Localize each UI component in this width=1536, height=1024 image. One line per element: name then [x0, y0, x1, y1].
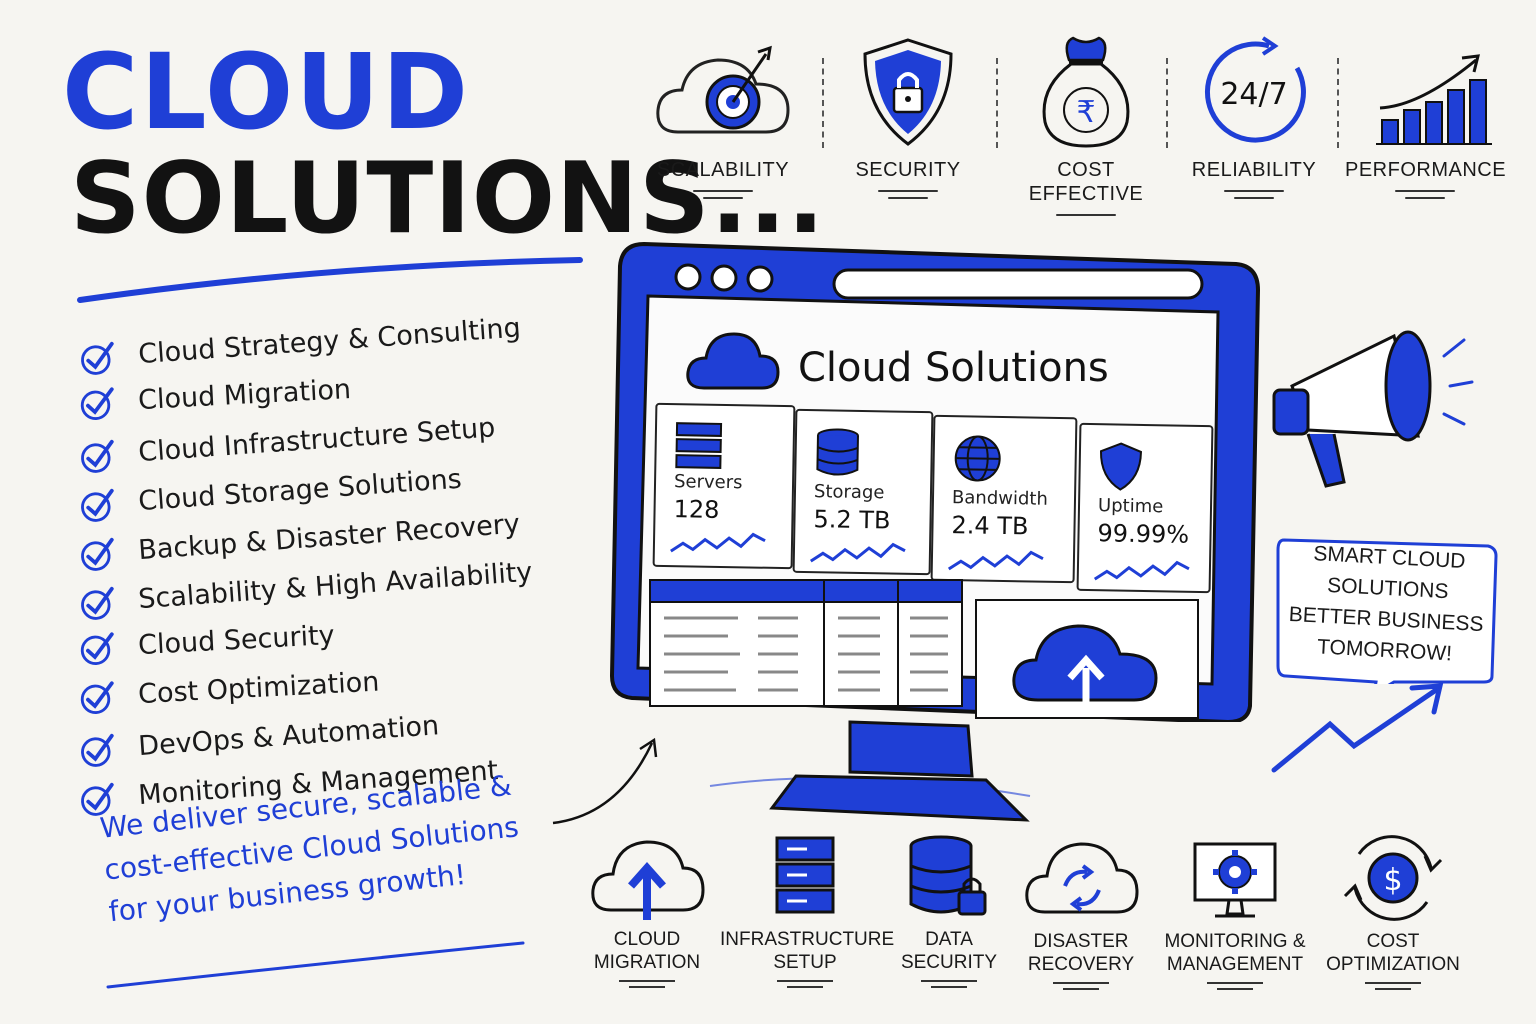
window-dot-icon	[710, 264, 738, 292]
stat-card-bandwidth[interactable]: Bandwidth 2.4 TB	[930, 414, 1078, 584]
feature-scalability: SCALABILITY	[643, 32, 803, 199]
services-list: Cloud Strategy & Consulting Cloud Migrat…	[77, 313, 549, 816]
feature-security: SECURITY	[828, 32, 988, 199]
stat-value: 99.99%	[1097, 519, 1190, 549]
stat-label: Uptime	[1097, 495, 1164, 518]
tagline-underline	[106, 941, 525, 989]
stat-card-storage[interactable]: Storage 5.2 TB	[792, 408, 934, 576]
service-item: Cloud Security	[77, 600, 549, 674]
upload-panel[interactable]	[974, 598, 1200, 720]
monitor-stand	[709, 720, 1031, 822]
arrow-to-monitor-icon	[552, 737, 658, 825]
database-lock-icon	[909, 835, 987, 916]
check-circle-icon	[81, 439, 114, 473]
service-label: Cloud Security	[137, 619, 336, 662]
stat-value: 2.4 TB	[951, 511, 1029, 541]
cloud-sync-icon	[1025, 842, 1139, 914]
feature-monitoring-management: MONITORING &MANAGEMENT	[1150, 834, 1320, 990]
service-item: Cloud Infrastructure Setup	[77, 400, 549, 482]
clock-glyph: 24/7	[1220, 77, 1287, 112]
bubble-text: SMART CLOUD SOLUTIONS BETTER BUSINESS TO…	[1279, 537, 1495, 672]
service-item: Backup & Disaster Recovery	[77, 498, 549, 580]
server-stack-icon	[775, 836, 835, 914]
check-circle-icon	[81, 341, 114, 375]
monitor-gear-icon	[1193, 842, 1277, 918]
feature-label: RELIABILITY	[1191, 159, 1317, 181]
cloud-upload-icon	[591, 840, 705, 920]
title-line-2: SOLUTIONS...	[70, 142, 826, 256]
address-bar	[832, 268, 1204, 300]
service-item: Monitoring & Management	[77, 743, 549, 825]
service-item: Cloud Strategy & Consulting	[77, 302, 549, 384]
window-dot-icon	[674, 263, 702, 291]
sparkline-icon	[809, 542, 906, 563]
window-dot-icon	[746, 265, 774, 293]
server-icon	[675, 422, 723, 469]
service-item: Scalability & High Availability	[77, 547, 549, 629]
data-table-panel[interactable]	[648, 578, 966, 710]
stat-label: Storage	[813, 481, 885, 504]
feature-reliability: 24/7 RELIABILITY	[1174, 32, 1334, 199]
service-item: DevOps & Automation	[77, 694, 549, 776]
check-circle-icon	[80, 386, 114, 420]
megaphone-icon	[1272, 330, 1474, 488]
check-circle-icon	[81, 537, 114, 571]
title-underline	[77, 257, 583, 303]
check-circle-icon	[81, 782, 114, 816]
feature-label: MONITORING &MANAGEMENT	[1164, 931, 1306, 975]
title-line-1: CLOUD	[62, 31, 471, 153]
shield-icon	[1099, 442, 1142, 491]
stat-label: Bandwidth	[951, 487, 1049, 510]
stat-value: 128	[673, 495, 720, 524]
feature-performance: PERFORMANCE	[1345, 32, 1507, 199]
globe-icon	[954, 435, 1001, 482]
check-circle-icon	[81, 488, 114, 522]
service-item: Cloud Storage Solutions	[77, 449, 549, 531]
service-item: Cloud Migration	[77, 355, 549, 429]
dollar-glyph: $	[1383, 863, 1402, 898]
check-circle-icon	[80, 680, 114, 714]
sparkline-icon	[1093, 560, 1190, 581]
feature-label: SCALABILITY	[656, 159, 790, 181]
service-label: Cloud Migration	[137, 374, 352, 417]
shield-lock-icon	[863, 38, 953, 146]
service-label: Cost Optimization	[137, 666, 381, 711]
rupee-glyph: ₹	[1076, 95, 1095, 130]
check-circle-icon	[81, 586, 114, 620]
sparkline-icon	[947, 550, 1044, 571]
clock-24-7-icon: 24/7	[1205, 36, 1306, 143]
check-circle-icon	[81, 733, 114, 767]
dollar-cycle-icon: $	[1343, 835, 1443, 921]
stat-card-uptime[interactable]: Uptime 99.99%	[1076, 422, 1214, 594]
dashboard-title: Cloud Solutions	[798, 345, 1109, 391]
sparkline-icon	[670, 532, 766, 553]
feature-label: PERFORMANCE	[1345, 159, 1507, 181]
service-item: Cost Optimization	[77, 649, 549, 723]
cloud-logo-icon	[686, 332, 780, 390]
bar-chart-growth-icon	[1376, 54, 1492, 145]
rupee-bag-icon: ₹	[1042, 36, 1130, 148]
cloud-target-icon	[656, 45, 790, 134]
stat-card-servers[interactable]: Servers 128	[652, 402, 796, 570]
check-circle-icon	[80, 631, 114, 665]
database-icon	[816, 428, 859, 476]
stat-label: Servers	[673, 471, 743, 494]
feature-label: SECURITY	[855, 159, 961, 181]
speech-bubble	[1276, 538, 1498, 684]
stat-value: 5.2 TB	[813, 505, 891, 535]
growth-arrow-icon	[1271, 683, 1444, 773]
